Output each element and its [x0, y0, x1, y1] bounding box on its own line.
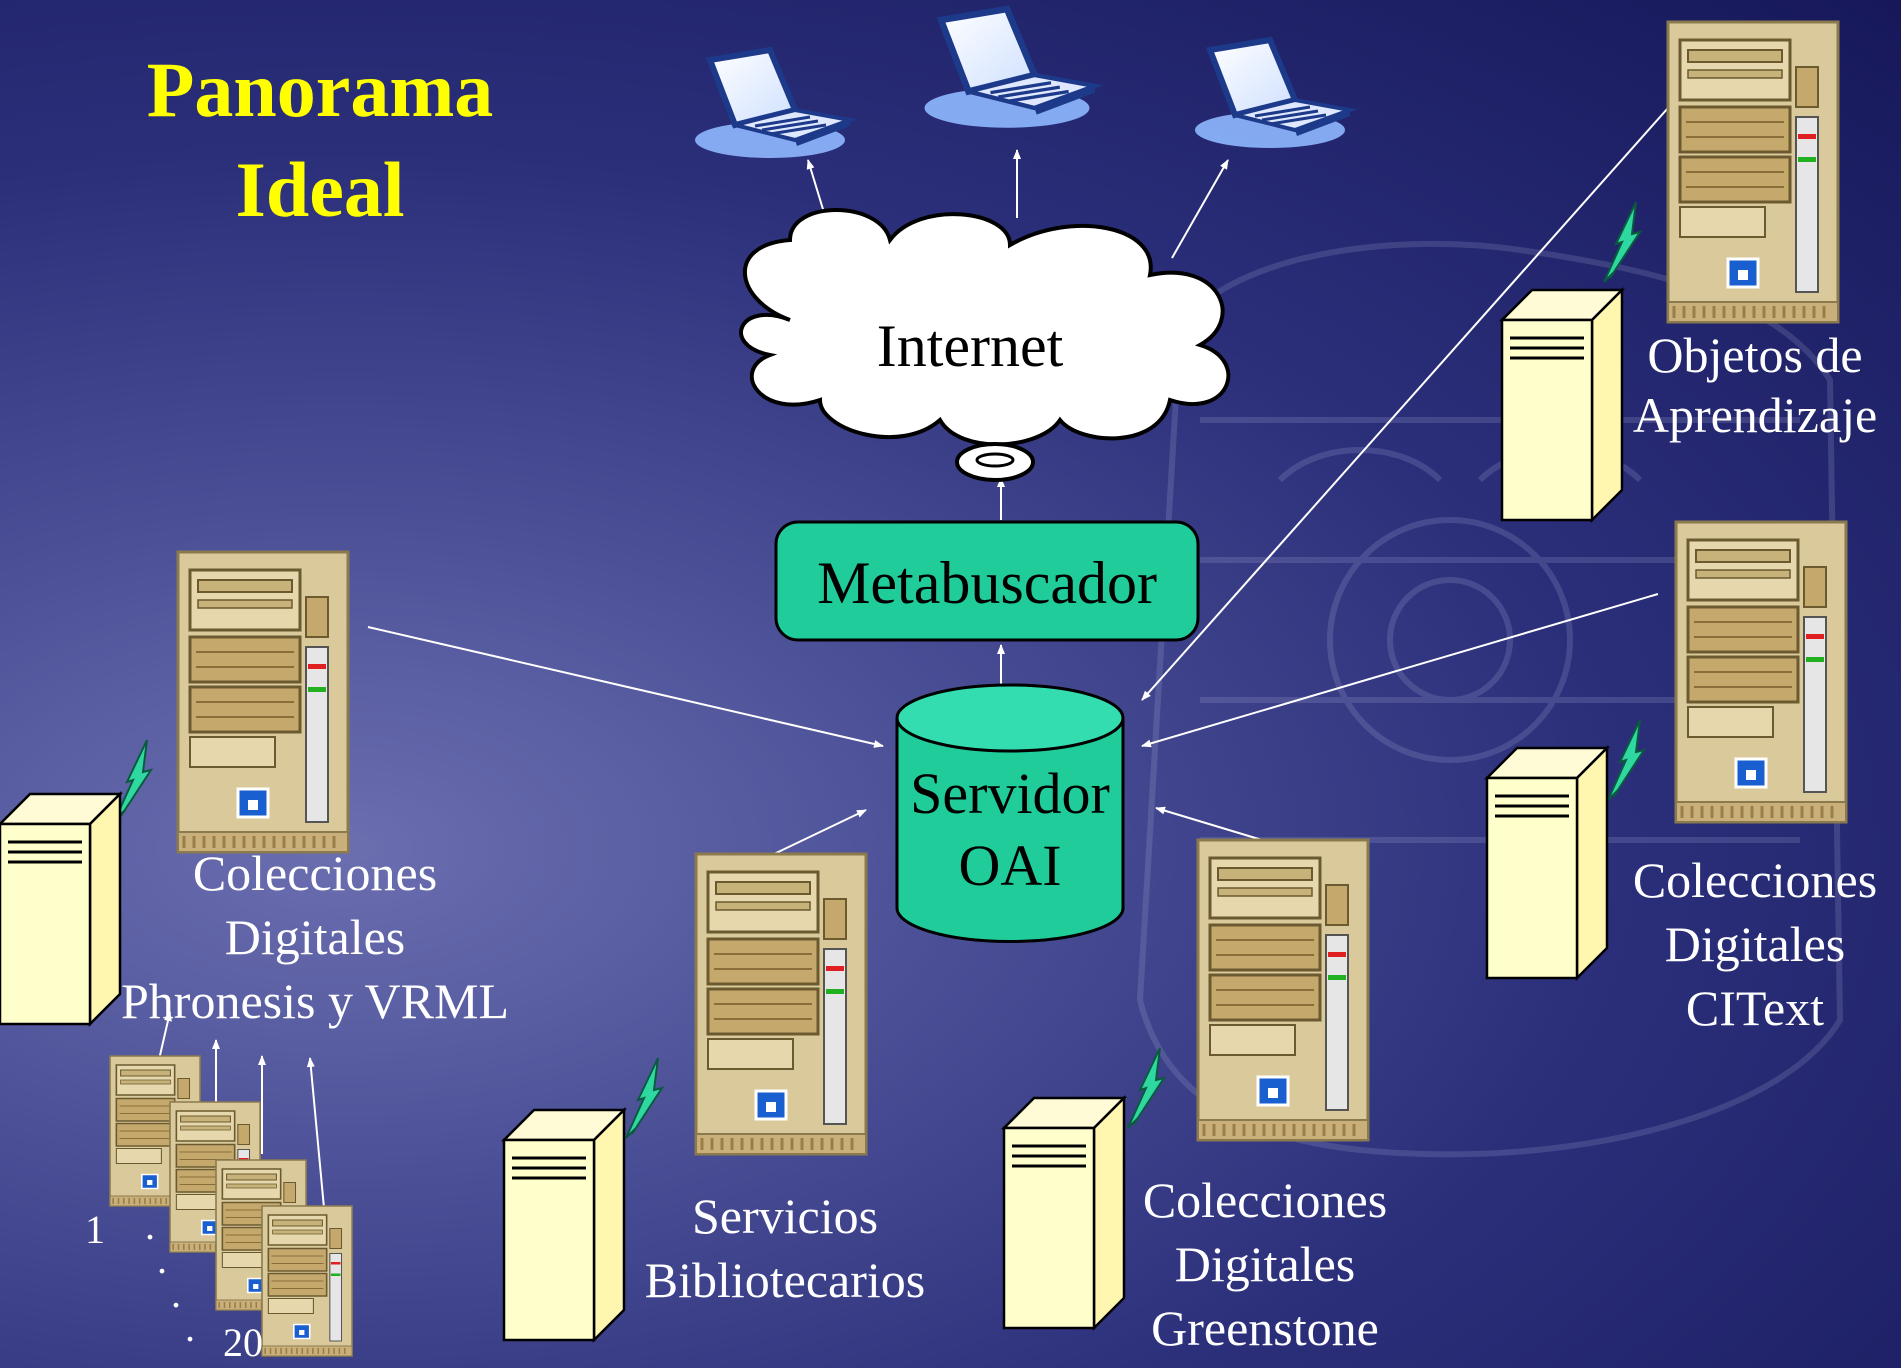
objetos-tower-icon	[1500, 288, 1624, 522]
objetos-line-1: Objetos de	[1647, 327, 1863, 383]
servicios-tower-icon	[502, 1108, 626, 1342]
objetos-server-icon	[1666, 20, 1840, 324]
greenstone-line-1: Colecciones	[1142, 1172, 1388, 1228]
objetos-line-2: Aprendizaje	[1632, 387, 1878, 443]
objetos-label: Objetos de Aprendizaje	[1615, 325, 1895, 445]
internet-cloud-icon	[739, 208, 1231, 482]
servicios-line-1: Servicios	[691, 1188, 879, 1244]
servidor-line-2: OAI	[958, 833, 1062, 898]
metabuscador-node	[774, 520, 1200, 642]
phronesis-line-3: Phronesis y VRML	[120, 973, 509, 1029]
servicios-server-icon	[694, 852, 868, 1156]
phronesis-label: Colecciones Digitales Phronesis y VRML	[100, 841, 530, 1033]
stack-first-number: 1	[85, 1207, 105, 1252]
arrow-objetos-servidor	[1141, 107, 1669, 701]
arrow-citext-servidor	[1141, 593, 1659, 748]
title-line-1: Panorama	[146, 46, 494, 133]
greenstone-line-3: Greenstone	[1151, 1300, 1379, 1356]
phronesis-server-icon	[176, 550, 350, 854]
servicios-bolt-icon	[625, 1057, 663, 1139]
servidor-oai-database-icon	[895, 683, 1125, 943]
greenstone-tower-icon	[1002, 1096, 1126, 1330]
stack-ellipsis-dot-3: .	[171, 1271, 181, 1316]
phronesis-line-2: Digitales	[224, 909, 406, 965]
stack-ellipsis-dot-2: .	[157, 1237, 167, 1282]
greenstone-bolt-icon	[1127, 1047, 1165, 1129]
citext-line-2: Digitales	[1664, 916, 1846, 972]
greenstone-label: Colecciones Digitales Greenstone	[1110, 1168, 1420, 1360]
arrow-internet-laptop-right	[1171, 159, 1229, 259]
metabuscador-label: Metabuscador	[817, 550, 1157, 616]
page-title: Panorama Ideal	[90, 40, 550, 240]
laptop-icon-center	[925, 9, 1096, 128]
citext-label: Colecciones Digitales CIText	[1605, 848, 1901, 1040]
arrow-servicios-servidor	[773, 809, 867, 855]
citext-line-3: CIText	[1685, 980, 1825, 1036]
stack-ellipsis-dot-4: .	[185, 1305, 195, 1350]
greenstone-line-2: Digitales	[1174, 1236, 1356, 1292]
servidor-oai-label: Servidor OAI	[890, 758, 1130, 902]
internet-label: Internet	[876, 313, 1064, 379]
servidor-line-1: Servidor	[910, 761, 1110, 826]
arrow-greenstone-servidor	[1155, 806, 1263, 841]
stack-last-number: 20	[223, 1320, 263, 1365]
citext-line-1: Colecciones	[1632, 852, 1878, 908]
citext-tower-icon	[1485, 746, 1609, 980]
citext-server-icon	[1674, 520, 1848, 824]
arrow-stack-4	[306, 1057, 325, 1209]
laptop-icon-right	[1195, 40, 1350, 148]
servicios-label: Servicios Bibliotecarios	[620, 1184, 950, 1312]
laptop-icon-left	[695, 50, 850, 158]
stack-ellipsis-dot-1: .	[145, 1203, 155, 1248]
citext-bolt-icon	[1607, 719, 1645, 801]
phronesis-line-1: Colecciones	[192, 845, 438, 901]
arrow-phronesis-servidor	[367, 626, 884, 748]
greenstone-server-icon	[1196, 838, 1370, 1142]
stack-server-icon-4	[261, 1205, 353, 1357]
servicios-line-2: Bibliotecarios	[644, 1252, 926, 1308]
title-line-2: Ideal	[235, 146, 405, 233]
